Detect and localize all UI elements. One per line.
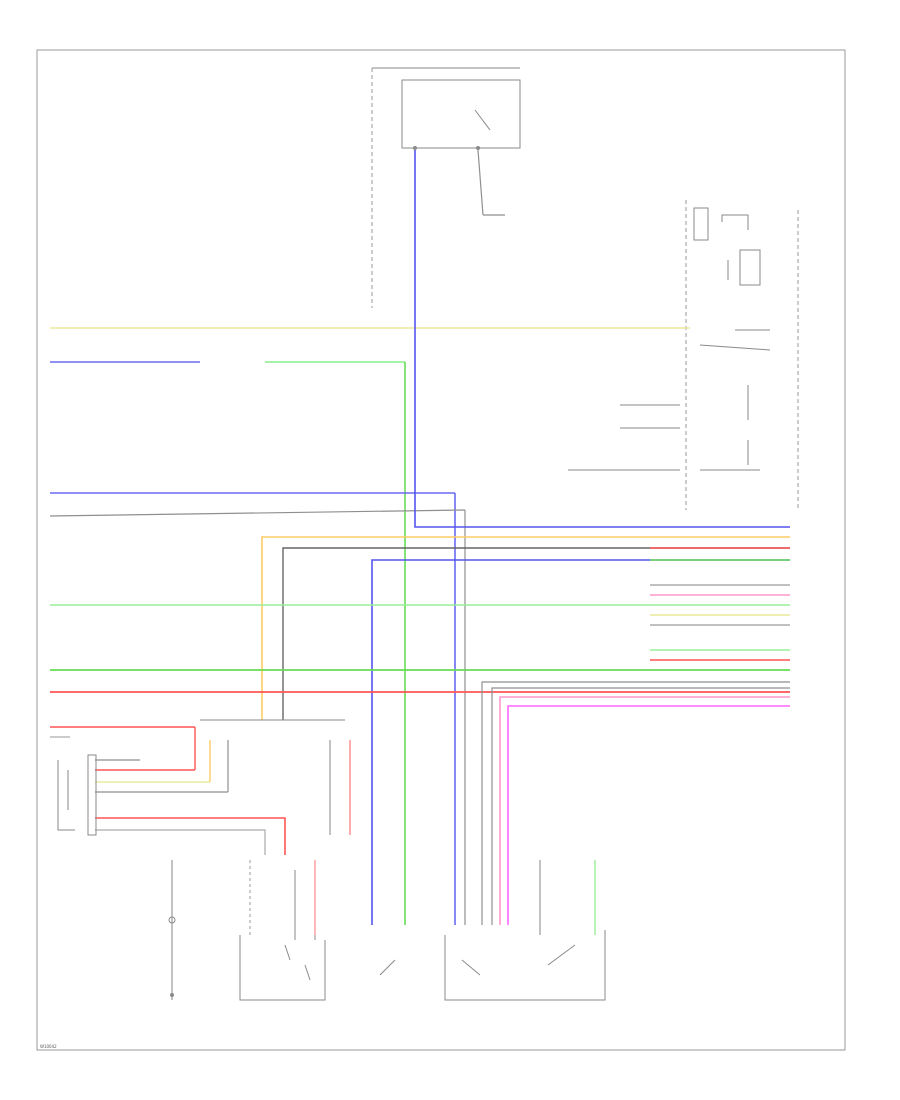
lower-left-connectors — [50, 719, 345, 855]
wire-dark-gray — [282, 547, 790, 720]
transmission-control-switch — [239, 860, 396, 1001]
ground-component — [168, 860, 176, 1000]
wire-blue-relay — [414, 150, 790, 528]
park-neutral-position-switch — [444, 860, 606, 1001]
footer-code: W10042 — [40, 1044, 57, 1049]
combination-meter-component — [568, 200, 799, 510]
wire-orange — [261, 536, 790, 720]
power-relay-component — [371, 67, 521, 308]
diagram-border — [36, 49, 846, 1051]
wire-gray-row — [49, 509, 466, 517]
